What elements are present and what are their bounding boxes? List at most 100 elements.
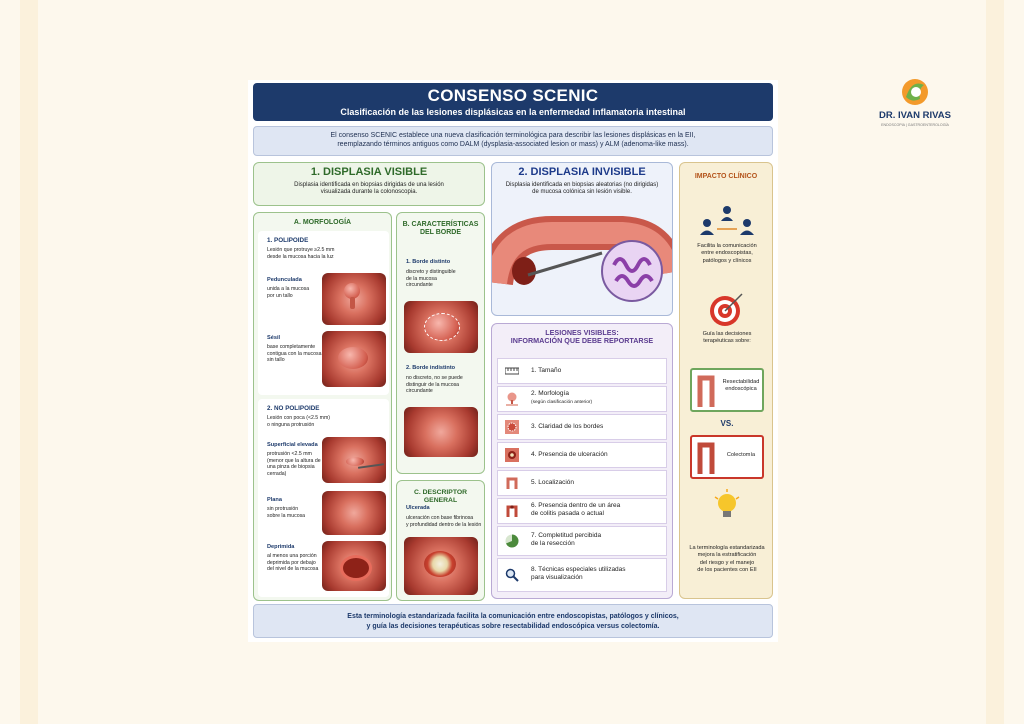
magnifier-icon <box>505 568 519 582</box>
colon-icon <box>506 477 518 489</box>
logo-icon <box>902 79 928 105</box>
colitis-icon <box>506 505 518 517</box>
ruler-icon <box>505 367 519 375</box>
list-item: 2. Morfología(según clasificación anteri… <box>497 386 667 412</box>
list-item-label: 5. Localización <box>531 479 574 486</box>
list-item: 5. Localización <box>497 470 667 496</box>
colectomy-label: Colectomía <box>726 452 756 458</box>
pedunculated-photo <box>322 273 386 325</box>
logo-name: DR. IVAN RIVAS <box>879 110 951 121</box>
brand-logo: DR. IVAN RIVAS ENDOSCOPIA | GASTROENTERO… <box>860 75 970 135</box>
list-item-label: 2. Morfología(según clasificación anteri… <box>531 390 593 406</box>
raised-label: Superficial elevada <box>267 442 318 448</box>
section-title: 2. DISPLASIA INVISIBLE <box>518 166 646 178</box>
footer-line: Esta terminología estandarizada facilita… <box>347 613 679 620</box>
colon-icon <box>697 442 715 474</box>
intro-line: reemplazando términos antiguos como DALM… <box>337 141 689 149</box>
pedunculated-desc: unida a la mucosa por un tallo <box>267 286 310 299</box>
lightbulb-icon <box>714 489 740 517</box>
intro-line: El consenso SCENIC establece una nueva c… <box>330 132 696 139</box>
polypoid-title: 1. POLIPOIDE <box>267 237 309 244</box>
clinical-impact-panel: IMPACTO CLÍNICO Facilita la comunicación… <box>679 162 773 599</box>
team-communication-icon <box>700 206 754 235</box>
sessile-desc: base completamente contigua con la mucos… <box>267 344 323 363</box>
colectomy-box: Colectomía <box>690 435 764 479</box>
pie-icon <box>505 534 519 548</box>
morphology-panel: A. MORFOLOGÍA 1. POLIPOIDE Lesión que pr… <box>253 212 392 601</box>
versus-label: VS. <box>720 419 734 428</box>
sessile-photo <box>322 331 386 387</box>
panel-title: A. MORFOLOGÍA <box>293 219 352 226</box>
depressed-desc: al menos una porción deprimida por debaj… <box>267 553 319 572</box>
raised-photo <box>322 437 386 483</box>
panel-title: INFORMACIÓN QUE DEBE REPORTARSE <box>510 336 654 346</box>
border-panel: B. CARACTERÍSTICAS DEL BORDE 1. Borde di… <box>396 212 485 474</box>
section-desc: Displasia identificada en biopsias dirig… <box>294 181 444 188</box>
ulcerated-desc: ulceración con base fibrinosa y profundi… <box>406 515 482 528</box>
panel-title: DEL BORDE <box>419 229 462 237</box>
general-descriptor-panel: C. DESCRIPTOR GENERAL Ulcerada ulceració… <box>396 480 485 601</box>
nonpolypoid-desc: Lesión con poca (<2.5 mm) o ninguna prot… <box>267 415 331 428</box>
background-stripe <box>20 0 38 724</box>
pedunculated-label: Pedunculada <box>267 277 302 283</box>
panel-title: C. DESCRIPTOR GENERAL <box>413 489 468 504</box>
section-desc: visualizada durante la colonoscopia. <box>320 188 418 195</box>
background-stripe <box>986 0 1004 724</box>
logo-tagline: ENDOSCOPIA | GASTROENTEROLOGÍA <box>881 123 949 127</box>
polyp-icon <box>506 392 518 406</box>
raised-desc: protrusión <2.5 mm (menor que la altura … <box>267 451 321 477</box>
list-item: 4. Presencia de ulceración <box>497 442 667 468</box>
polypoid-box: 1. POLIPOIDE Lesión que protruye ≥2.5 mm… <box>258 231 389 395</box>
footer-line: y guía las decisiones terapéuticas sobre… <box>366 622 660 630</box>
ulcer-icon <box>505 448 519 462</box>
distinct-label: 1. Borde distinto <box>406 259 451 265</box>
indistinct-desc: no discreto, no se puede distinguir de l… <box>406 375 463 394</box>
page-subtitle: Clasificación de las lesiones displásica… <box>340 107 686 117</box>
distinct-desc: discreto y distinguible de la mucosa cir… <box>406 269 456 288</box>
section-title: 1. DISPLASIA VISIBLE <box>310 166 428 178</box>
polypoid-desc: Lesión que protruye ≥2.5 mm desde la muc… <box>267 247 335 260</box>
list-item: 3. Claridad de los bordes <box>497 414 667 440</box>
sessile-label: Sésil <box>267 335 281 341</box>
visible-dysplasia-header: 1. DISPLASIA VISIBLE Displasia identific… <box>253 162 485 206</box>
report-list-panel: LESIONES VISIBLES: INFORMACIÓN QUE DEBE … <box>491 323 673 599</box>
nonpolypoid-box: 2. NO POLIPOIDE Lesión con poca (<2.5 mm… <box>258 399 389 597</box>
nonpolypoid-title: 2. NO POLIPOIDE <box>267 405 320 412</box>
panel-title: B. CARACTERÍSTICAS <box>402 221 479 228</box>
colon-biopsy-illustration <box>492 216 672 302</box>
list-item-label: 3. Claridad de los bordes <box>531 423 604 430</box>
list-item: 1. Tamaño <box>497 358 667 384</box>
flat-label: Plana <box>267 497 282 503</box>
footer-note: Esta terminología estandarizada facilita… <box>253 604 773 638</box>
infographic-poster: CONSENSO SCENIC Clasificación de las les… <box>248 80 778 642</box>
panel-title: IMPACTO CLÍNICO <box>694 173 758 180</box>
intro-box: El consenso SCENIC establece una nueva c… <box>253 126 773 156</box>
border-icon <box>505 420 519 434</box>
depressed-label: Deprimida <box>267 544 295 550</box>
invisible-dysplasia-panel: 2. DISPLASIA INVISIBLE Displasia identif… <box>491 162 673 316</box>
indistinct-label: 2. Borde indistinto <box>406 365 456 371</box>
depressed-photo <box>322 541 386 591</box>
flat-desc: sin protrusión sobre la mucosa <box>267 506 306 519</box>
page-title: CONSENSO SCENIC <box>427 86 599 105</box>
list-item-label: 1. Tamaño <box>531 367 562 374</box>
colon-icon <box>697 375 715 407</box>
distinct-photo <box>404 301 478 353</box>
target-icon <box>710 293 743 326</box>
list-item-label: 4. Presencia de ulceración <box>531 451 608 458</box>
flat-photo <box>322 491 386 535</box>
indistinct-photo <box>404 407 478 457</box>
ulcerated-label: Ulcerada <box>406 505 430 511</box>
section-desc: Displasia identificada en biopsias aleat… <box>505 181 659 188</box>
